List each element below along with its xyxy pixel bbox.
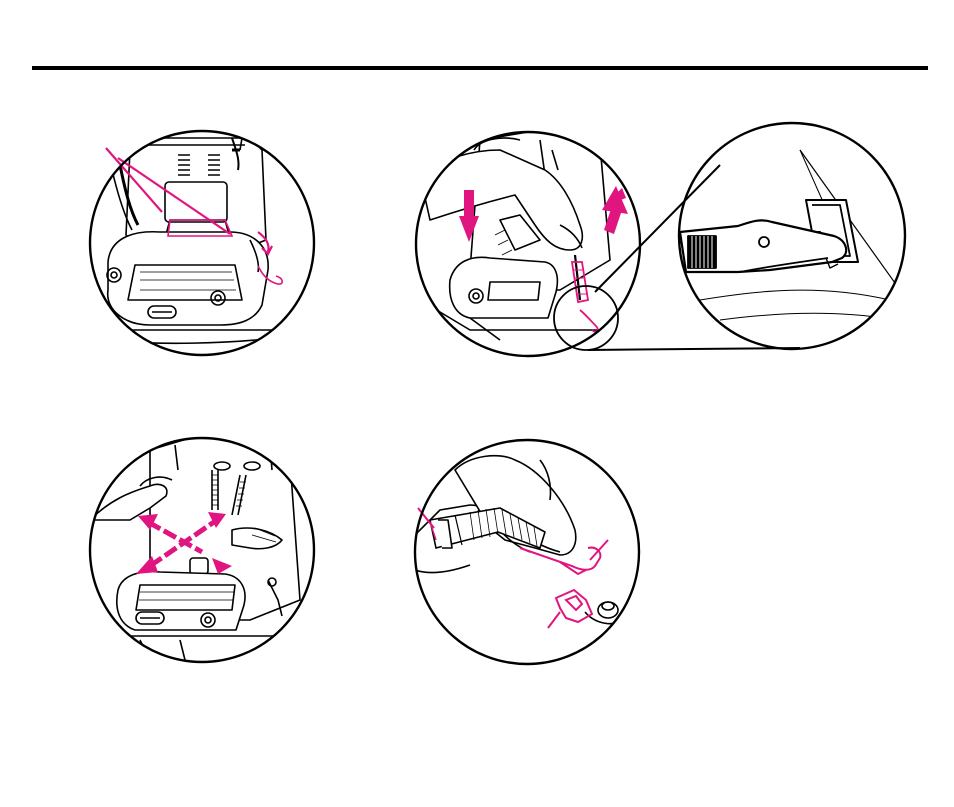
panel-step-1 — [90, 131, 320, 355]
panel-step-2-detail — [679, 123, 905, 349]
pull-up-arrow — [602, 186, 628, 234]
panel-step-3 — [90, 438, 314, 662]
panel-step-2 — [416, 130, 640, 356]
panel-step-4 — [410, 440, 639, 664]
